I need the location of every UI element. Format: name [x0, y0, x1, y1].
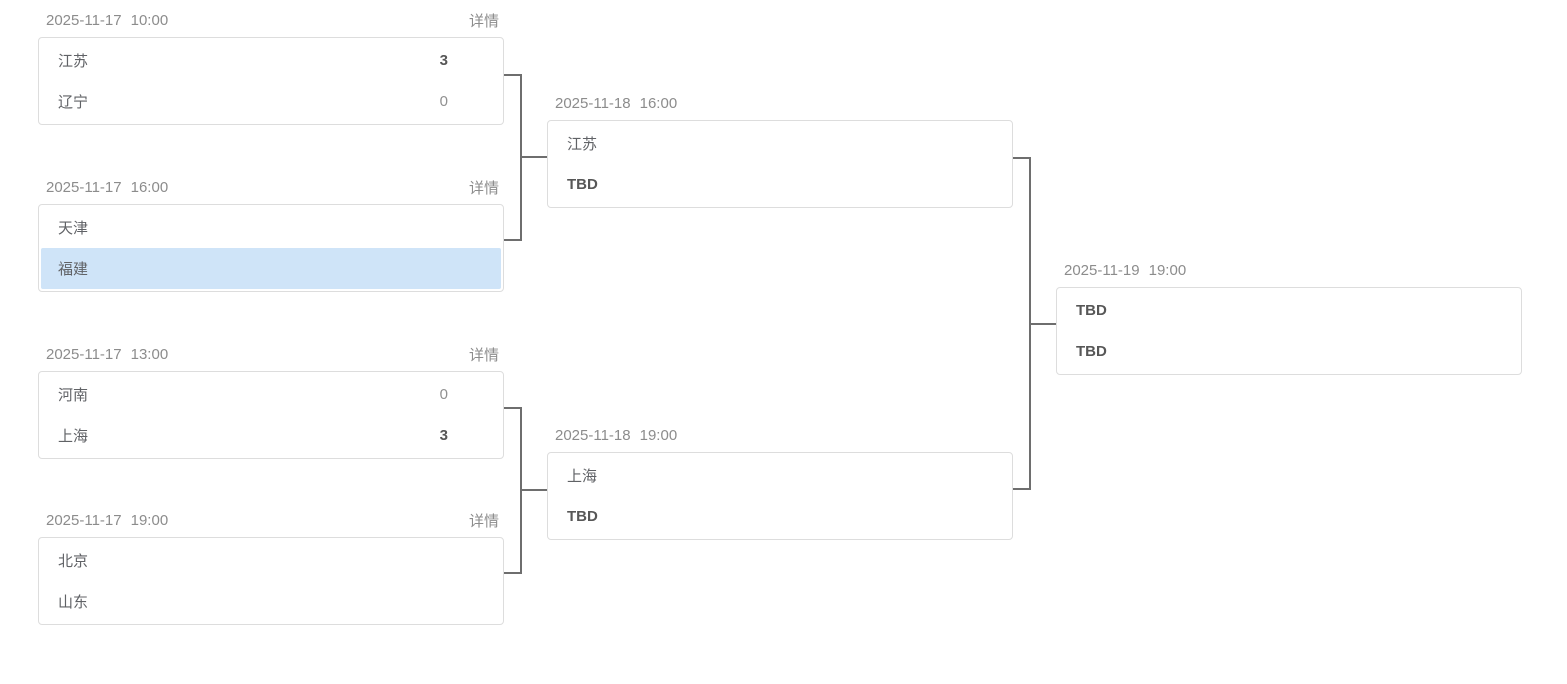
team-name-tbd: TBD [1076, 302, 1107, 319]
team-name-tbd: TBD [567, 508, 598, 525]
team-name-tbd: TBD [1076, 343, 1107, 360]
match-date: 2025-11-17 [46, 345, 122, 363]
match-datetime: 2025-11-17 19:00 [46, 512, 168, 529]
match-time: 10:00 [130, 11, 169, 29]
team-name: 河南 [58, 387, 89, 404]
team-name: 天津 [58, 220, 89, 237]
match-block-r1-m2: 2025-11-17 16:00 详情 天津 福建 [38, 176, 504, 292]
match-card: 江苏 TBD [547, 120, 1013, 208]
match-block-r1-m4: 2025-11-17 19:00 详情 北京 山东 [38, 509, 504, 625]
team-row[interactable]: 上海 [550, 455, 1010, 496]
match-block-r2-m1: 2025-11-18 16:00 江苏 TBD [547, 92, 1013, 208]
match-datetime: 2025-11-19 19:00 [1064, 262, 1186, 279]
detail-link[interactable]: 详情 [468, 179, 499, 197]
detail-link[interactable]: 详情 [468, 12, 499, 30]
team-row[interactable]: TBD [550, 496, 1010, 537]
match-card: 河南 0 上海 3 [38, 371, 504, 459]
match-datetime: 2025-11-18 16:00 [555, 95, 677, 112]
match-date: 2025-11-18 [555, 426, 631, 444]
match-date: 2025-11-17 [46, 511, 122, 529]
match-block-r1-m3: 2025-11-17 13:00 详情 河南 0 上海 3 [38, 343, 504, 459]
team-row[interactable]: TBD [550, 164, 1010, 205]
match-datetime: 2025-11-17 13:00 [46, 346, 168, 363]
match-time: 16:00 [639, 94, 678, 112]
match-block-final: 2025-11-19 19:00 TBD TBD [1056, 259, 1522, 375]
team-score: 0 [439, 386, 448, 403]
team-row[interactable]: 天津 [41, 207, 501, 248]
match-time: 13:00 [130, 345, 169, 363]
match-date: 2025-11-17 [46, 178, 122, 196]
team-name: 福建 [58, 261, 89, 278]
match-time: 19:00 [639, 426, 678, 444]
team-name: 江苏 [567, 136, 598, 153]
match-block-r1-m1: 2025-11-17 10:00 详情 江苏 3 辽宁 0 [38, 9, 504, 125]
team-row[interactable]: 辽宁 0 [41, 81, 501, 122]
match-time: 16:00 [130, 178, 169, 196]
match-header: 2025-11-17 13:00 详情 [38, 343, 504, 365]
match-datetime: 2025-11-17 10:00 [46, 12, 168, 29]
match-header: 2025-11-17 16:00 详情 [38, 176, 504, 198]
match-card: 江苏 3 辽宁 0 [38, 37, 504, 125]
team-score: 0 [439, 93, 448, 110]
team-row[interactable]: 上海 3 [41, 415, 501, 456]
team-row[interactable]: 河南 0 [41, 374, 501, 415]
match-date: 2025-11-19 [1064, 261, 1140, 279]
match-card: 北京 山东 [38, 537, 504, 625]
team-row[interactable]: 北京 [41, 540, 501, 581]
team-name: 江苏 [58, 53, 89, 70]
team-name: 北京 [58, 553, 89, 570]
match-datetime: 2025-11-17 16:00 [46, 179, 168, 196]
team-name: 辽宁 [58, 94, 89, 111]
match-header: 2025-11-17 10:00 详情 [38, 9, 504, 31]
match-block-r2-m2: 2025-11-18 19:00 上海 TBD [547, 424, 1013, 540]
team-name: 上海 [567, 468, 598, 485]
detail-link[interactable]: 详情 [468, 346, 499, 364]
team-row-selected[interactable]: 福建 [41, 248, 501, 289]
team-score: 3 [439, 427, 448, 444]
match-header: 2025-11-17 19:00 详情 [38, 509, 504, 531]
match-date: 2025-11-18 [555, 94, 631, 112]
team-row[interactable]: TBD [1059, 331, 1519, 372]
team-name-tbd: TBD [567, 176, 598, 193]
match-header: 2025-11-18 16:00 [547, 92, 1013, 114]
team-name: 山东 [58, 594, 89, 611]
connector-stub-bottom [520, 489, 547, 491]
match-time: 19:00 [130, 511, 169, 529]
match-header: 2025-11-19 19:00 [1056, 259, 1522, 281]
team-row[interactable]: 江苏 3 [41, 40, 501, 81]
connector-stub-top [520, 156, 547, 158]
detail-link[interactable]: 详情 [468, 512, 499, 530]
team-row[interactable]: 江苏 [550, 123, 1010, 164]
match-header: 2025-11-18 19:00 [547, 424, 1013, 446]
team-score: 3 [439, 52, 448, 69]
match-time: 19:00 [1148, 261, 1187, 279]
match-date: 2025-11-17 [46, 11, 122, 29]
match-datetime: 2025-11-18 19:00 [555, 427, 677, 444]
match-card: 上海 TBD [547, 452, 1013, 540]
team-row[interactable]: TBD [1059, 290, 1519, 331]
team-name: 上海 [58, 428, 89, 445]
connector-stub-final [1029, 323, 1056, 325]
match-card: 天津 福建 [38, 204, 504, 292]
team-row[interactable]: 山东 [41, 581, 501, 622]
match-card: TBD TBD [1056, 287, 1522, 375]
